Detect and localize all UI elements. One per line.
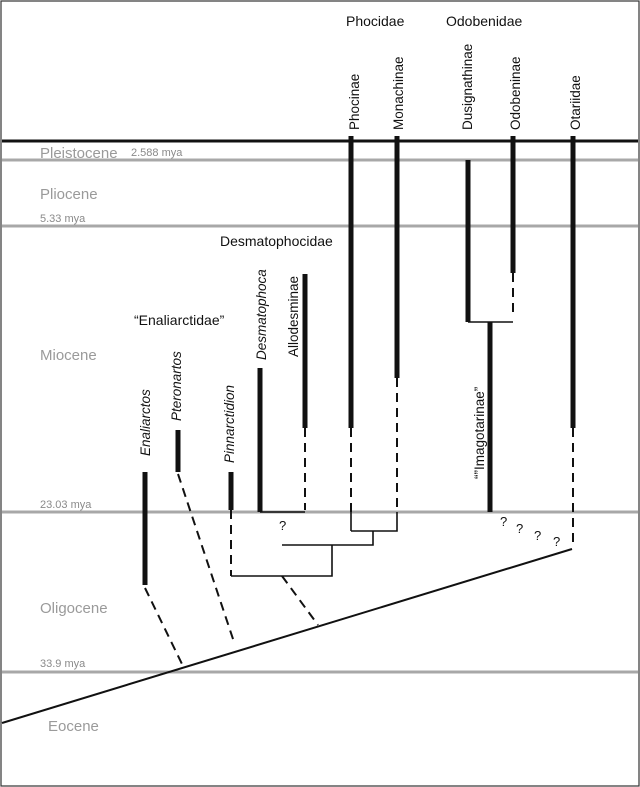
- family-label-enaliarctidae: “Enaliarctidae”: [134, 312, 225, 328]
- taxon-label-pinnarctidion: Pinnarctidion: [222, 385, 237, 463]
- age-label-miocene: 23.03 mya: [40, 499, 92, 511]
- taxon-label-allodesminae: Allodesminae: [286, 276, 301, 357]
- ghost-lineage-basal-stem: [281, 575, 319, 626]
- ghost-lineage-enaliarctos: [144, 587, 183, 665]
- taxon-label-odobeninae: Odobeninae: [508, 56, 523, 130]
- epoch-label-eocene: Eocene: [48, 718, 99, 735]
- taxon-label-pteronartos: Pteronartos: [169, 351, 184, 421]
- age-label-pliocene: 5.33 mya: [40, 213, 86, 225]
- family-label-desmatophocidae: Desmatophocidae: [220, 233, 333, 249]
- branch-phocid-desmatophocid-node: [332, 531, 374, 546]
- epoch-label-miocene: Miocene: [40, 347, 97, 364]
- taxon-label-enaliarctos: Enaliarctos: [138, 389, 153, 456]
- taxon-label-otariidae: Otariidae: [568, 75, 583, 130]
- taxon-label-dusignathinae: Dusignathinae: [460, 44, 475, 130]
- eocene-diagonal-line: [1, 548, 573, 724]
- question-mark: ?: [553, 534, 560, 549]
- family-label-phocidae: Phocidae: [346, 13, 405, 29]
- taxon-label-monachinae: Monachinae: [391, 56, 406, 130]
- question-mark: ?: [279, 518, 286, 533]
- taxon-label-phocinae: Phocinae: [347, 74, 362, 130]
- epoch-label-pleistocene: Pleistocene: [40, 145, 118, 162]
- branch-basal-node: [231, 545, 333, 577]
- epoch-label-pliocene: Pliocene: [40, 186, 98, 203]
- family-label-odobenidae: Odobenidae: [446, 13, 523, 29]
- ghost-lineage-pteronartos: [177, 473, 235, 643]
- branch-phocid-node: [351, 512, 398, 532]
- question-mark: ?: [534, 528, 541, 543]
- epoch-label-oligocene: Oligocene: [40, 600, 108, 617]
- question-mark: ?: [500, 514, 507, 529]
- family-label-imagotarinae: “”Imagotarinae”: [472, 387, 487, 479]
- age-label-pleistocene: 2.588 mya: [131, 147, 183, 159]
- age-label-oligocene: 33.9 mya: [40, 658, 86, 670]
- taxon-label-desmatophoca: Desmatophoca: [254, 269, 269, 360]
- question-mark: ?: [516, 521, 523, 536]
